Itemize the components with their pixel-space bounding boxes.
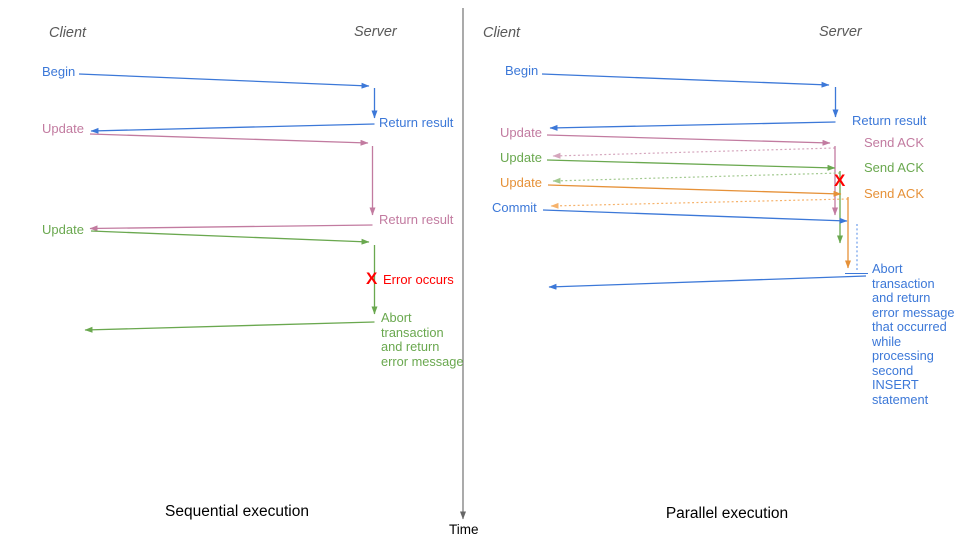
seq-client-header: Client: [49, 25, 87, 41]
par-update-3-label: Update: [500, 175, 542, 190]
seq-update-2-arrow: [90, 230, 370, 245]
seq-return-result-2-label: Return result: [379, 212, 454, 227]
par-client-header: Client: [483, 25, 521, 41]
par-update-1-label: Update: [500, 125, 542, 140]
par-begin-label: Begin: [505, 63, 539, 78]
seq-abort-note: Abort transaction and return error messa…: [381, 310, 464, 369]
seq-abort-return-arrow: [84, 321, 375, 333]
seq-update-1-arrow: [89, 133, 369, 146]
par-update-3-arrow: [547, 184, 842, 197]
par-panel-title: Parallel execution: [665, 505, 789, 522]
seq-server-header: Server: [354, 24, 397, 40]
seq-return-result-1-arrow: [90, 123, 375, 134]
par-send-ack-3-arrow: [550, 198, 849, 209]
par-send-ack-3-label: Send ACK: [864, 186, 924, 201]
seq-error-x-mark: X: [366, 269, 378, 288]
par-send-ack-2-label: Send ACK: [864, 160, 924, 175]
par-send-ack-1-arrow: [552, 147, 836, 159]
par-return-result-label: Return result: [852, 113, 927, 128]
seq-return-result-2-arrow: [89, 224, 373, 232]
seq-error-occurs-label: Error occurs: [383, 272, 454, 287]
par-commit-label: Commit: [492, 200, 537, 215]
seq-update-2-label: Update: [42, 222, 84, 237]
par-server-header: Server: [819, 24, 862, 40]
par-update-1-arrow: [546, 134, 831, 146]
seq-begin-label: Begin: [42, 64, 76, 79]
par-return-result-arrow: [549, 121, 836, 131]
par-send-ack-1-label: Send ACK: [864, 135, 924, 150]
par-commit-arrow: [542, 209, 848, 224]
seq-update-1-label: Update: [42, 121, 84, 136]
par-begin-arrow: [541, 73, 830, 88]
time-axis-label: Time: [449, 522, 479, 537]
par-abort-note: Abort transaction and return error messa…: [872, 261, 955, 407]
par-update-2-label: Update: [500, 150, 542, 165]
seq-return-result-1-label: Return result: [379, 115, 454, 130]
par-send-ack-2-arrow: [552, 172, 841, 184]
par-abort-return-arrow: [548, 275, 867, 290]
seq-begin-arrow: [78, 73, 370, 89]
seq-panel-title: Sequential execution: [165, 503, 309, 520]
par-error-x-mark: X: [834, 171, 846, 190]
par-update-2-arrow: [546, 159, 836, 171]
